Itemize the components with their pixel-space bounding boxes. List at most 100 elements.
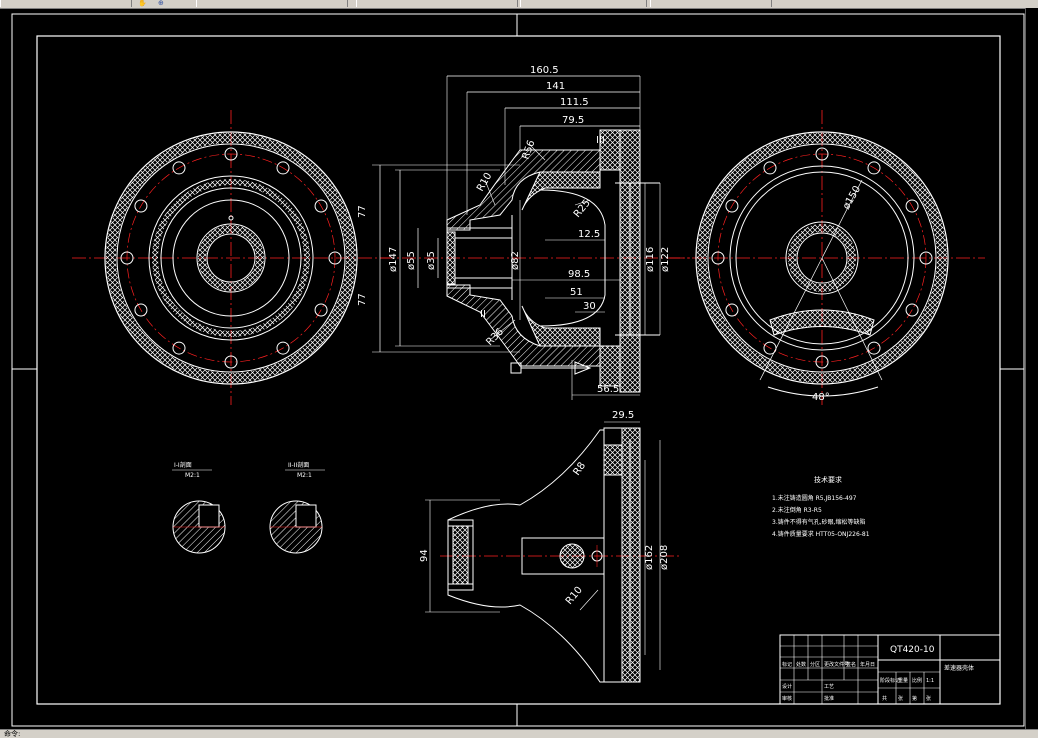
part-name: 差速器壳体	[944, 664, 974, 672]
bolt-hole	[120, 251, 134, 265]
dim-dia147: ø147	[388, 247, 399, 272]
section-II-II	[269, 469, 325, 554]
section-I-title: I-I剖面	[174, 461, 192, 469]
dim-dia162: ø162	[644, 545, 655, 570]
title-block-cell: 工艺	[824, 684, 834, 690]
title-block-cell: 比例	[912, 677, 922, 684]
drawing-canvas[interactable]: 160.5 141 111.5 79.5 III R56 R10 R25 77 …	[0, 8, 1025, 729]
title-block-cell: 分区	[810, 661, 820, 668]
bolt-hole	[905, 199, 919, 213]
dim-98-5: 98.5	[568, 269, 590, 280]
bolt-hole	[224, 355, 238, 369]
label-III: III	[596, 135, 605, 146]
title-block	[779, 634, 1001, 705]
title-block-cell: 共	[882, 695, 887, 702]
dim-dia35: ø35	[426, 251, 437, 270]
dim-dia150: ø150	[841, 184, 863, 211]
dim-R8: R8	[571, 461, 588, 478]
title-block-cell: 设计	[782, 683, 792, 690]
dim-30: 30	[583, 301, 596, 312]
bolt-hole	[276, 161, 290, 175]
bolt-hole	[763, 161, 777, 175]
bolt-hole	[314, 303, 328, 317]
bolt-hole	[134, 199, 148, 213]
section-II-title: II-II剖面	[288, 461, 309, 469]
pan-icon[interactable]: ✋	[138, 0, 147, 7]
dim-56-5: 56.5	[597, 384, 619, 395]
lineweight-dropdown[interactable]	[650, 0, 772, 7]
bolt-hole	[172, 341, 186, 355]
zoom-icon[interactable]: ⊕	[158, 0, 164, 7]
left-end-view	[72, 110, 390, 405]
title-block-cell: 1:1	[926, 678, 934, 684]
bolt-hole	[134, 303, 148, 317]
dim-111-5: 111.5	[560, 97, 589, 108]
title-block-cell: 阶段标记	[880, 677, 900, 684]
dim-51: 51	[570, 287, 583, 298]
top-toolbar: ✋ ⊕	[0, 0, 1038, 9]
dim-48deg: 48°	[812, 392, 830, 403]
section-II-scale: M2:1	[297, 472, 312, 479]
dim-79-5: 79.5	[562, 115, 584, 126]
bolt-hole	[224, 147, 238, 161]
title-block-cell: 张	[926, 695, 931, 702]
note-line-4: 4.铸件质量要求 HTT05-ONJ226-81	[772, 530, 870, 538]
bolt-hole	[763, 341, 777, 355]
note-line-1: 1.未注铸造圆角 R5,JB156-497	[772, 494, 857, 502]
bottom-section-view	[425, 421, 680, 683]
linetype-dropdown[interactable]	[520, 0, 647, 7]
sheet-border	[11, 13, 1025, 727]
bolt-hole	[919, 251, 933, 265]
note-line-2: 2.未注倒角 R3-R5	[772, 506, 822, 514]
bolt-hole	[711, 251, 725, 265]
dim-R10-bottom: R10	[564, 585, 585, 607]
note-line-3: 3.铸件不得有气孔,砂眼,缩松等缺陷	[772, 518, 866, 526]
title-block-cell: 更改文件号	[824, 661, 849, 668]
bolt-hole	[815, 147, 829, 161]
bolt-hole	[867, 161, 881, 175]
main-section-view	[372, 75, 690, 400]
dim-160-5: 160.5	[530, 65, 559, 76]
notes-title: 技术要求	[814, 475, 842, 484]
bolt-hole	[905, 303, 919, 317]
dim-29-5: 29.5	[612, 410, 634, 421]
dim-94: 94	[419, 549, 430, 562]
label-II: II	[480, 309, 486, 320]
title-block-cell: 批准	[824, 695, 834, 702]
section-I-scale: M2:1	[185, 472, 200, 479]
dim-dia122: ø122	[660, 247, 671, 272]
dim-141: 141	[546, 81, 565, 92]
dim-dia55: ø55	[406, 251, 417, 270]
bolt-hole	[276, 341, 290, 355]
command-line[interactable]: 命令:	[0, 729, 1038, 738]
drawing-frame	[36, 35, 1001, 705]
title-block-cell: 第	[912, 695, 917, 702]
title-block-cell: 标记	[782, 661, 792, 668]
bolt-hole	[328, 251, 342, 265]
bolt-hole	[725, 303, 739, 317]
bolt-hole	[172, 161, 186, 175]
dim-dia116: ø116	[645, 247, 656, 272]
title-block-cell: 年月日	[860, 661, 875, 668]
title-block-cell: 审核	[782, 695, 792, 702]
vertical-scrollbar[interactable]	[1025, 8, 1038, 737]
right-end-view	[670, 110, 985, 405]
title-block-cell: 张	[898, 695, 903, 702]
layer-dropdown[interactable]	[196, 0, 348, 7]
bolt-hole	[815, 355, 829, 369]
dim-77-bottom: 77	[357, 293, 368, 306]
bolt-hole	[725, 199, 739, 213]
dim-dia82: ø82	[510, 251, 521, 270]
title-block-cell: 签名	[846, 661, 856, 668]
toolbar-segment[interactable]	[0, 0, 132, 7]
dim-77-top: 77	[357, 205, 368, 218]
material-label: QT420-10	[890, 645, 935, 655]
color-dropdown[interactable]	[356, 0, 518, 7]
title-block-cell: 重量	[898, 677, 908, 684]
command-prompt: 命令:	[4, 730, 21, 738]
section-I-I	[172, 469, 226, 554]
title-block-cell: 处数	[796, 661, 806, 668]
bolt-hole	[314, 199, 328, 213]
dim-dia208: ø208	[659, 545, 670, 570]
bolt-hole	[867, 341, 881, 355]
